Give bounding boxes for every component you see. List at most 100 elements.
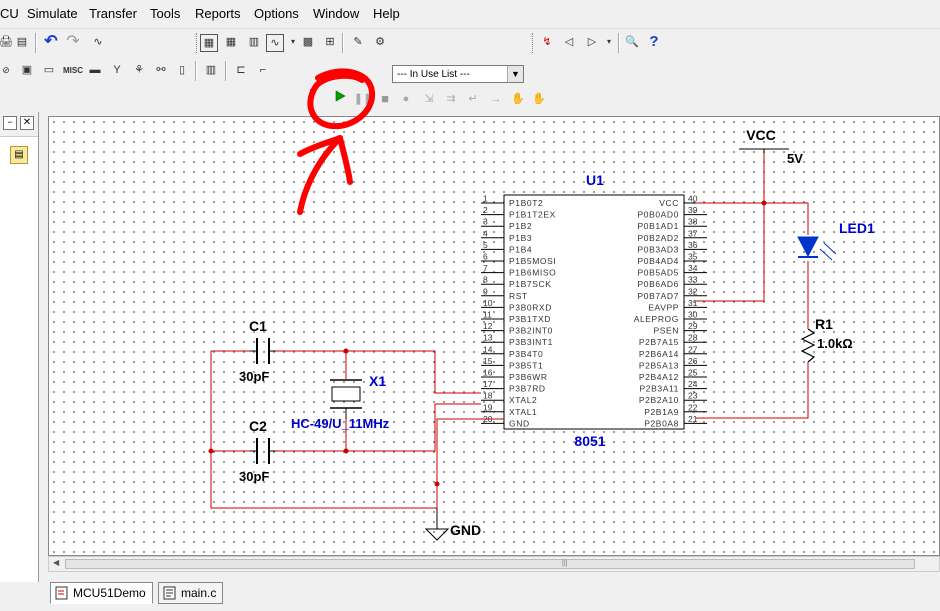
led-symbol[interactable]: LED1 [797,220,875,261]
capacitor-c1-symbol[interactable]: C1 30pF [239,318,276,384]
project-folder-icon[interactable]: ▤ [10,146,28,164]
chip-u1-body[interactable] [503,194,685,430]
postprocessor-icon[interactable]: ▩ [302,36,314,48]
crystal-x1-symbol[interactable]: X1 HC-49/U_11MHz [291,373,390,431]
step-into-button[interactable]: ⇲ [424,93,434,105]
ground-symbol[interactable]: GND [424,508,481,541]
minimize-icon[interactable]: − [3,116,17,130]
redo-icon[interactable]: ↷ [66,33,80,50]
ttl-component-icon[interactable]: ▣ [21,64,33,76]
cmos-component-icon[interactable]: ▭ [43,64,55,76]
menu-mcu[interactable]: CU [0,6,19,21]
scrollbar-thumb[interactable]: ||| [65,559,915,569]
bus-icon[interactable]: ⊏ [236,64,246,76]
grapher-icon[interactable]: ∿ [266,34,284,52]
print-icon[interactable]: ▤ [16,36,28,48]
design-toolbox-icon[interactable]: ▦ [200,34,218,52]
toggle-breakpoint-button[interactable]: ✋ [511,93,525,105]
database-icon[interactable]: ▥ [248,36,260,48]
electrical-rules-icon[interactable]: ⚙ [375,36,385,48]
remove-breakpoints-button[interactable]: ✋ [532,93,546,105]
component-wizard-icon[interactable]: ⊞ [325,36,335,48]
menu-transfer[interactable]: Transfer [89,6,137,21]
wire-step-icon[interactable]: ⌐ [259,64,267,76]
stop-button[interactable]: ■ [381,91,389,106]
pause-button[interactable]: ❚❚ [353,93,373,105]
breakpoint-button[interactable]: ● [402,93,410,105]
electromechanical-icon[interactable]: ⚯ [156,64,166,76]
search-icon[interactable]: 🔍 [625,36,639,48]
resistor-r1-symbol[interactable]: R1 1.0kΩ [800,315,853,363]
menu-tools[interactable]: Tools [150,6,181,21]
grapher-dropdown-icon[interactable]: ▾ [290,37,295,46]
antenna-icon[interactable]: Y [113,64,121,76]
undo-icon[interactable]: ↶ [44,33,58,50]
run-to-cursor-button[interactable]: → [490,93,502,105]
indicator-icon[interactable]: ▬ [89,64,101,76]
annotate-dropdown-icon[interactable]: ▾ [606,37,611,46]
step-over-button[interactable]: ⇉ [446,93,456,105]
probe-icon[interactable]: ↯ [542,36,552,48]
forward-annotate-icon[interactable]: ▷ [587,36,597,48]
close-icon[interactable]: ✕ [20,116,34,130]
vcc-symbol[interactable]: VCC 5V [739,127,803,166]
back-annotate-icon[interactable]: ◁ [564,36,574,48]
menu-options[interactable]: Options [254,6,299,21]
menu-help[interactable]: Help [373,6,400,21]
spreadsheet-icon[interactable]: ▦ [225,36,237,48]
hierarchical-block-icon[interactable]: ▥ [205,64,217,76]
spice-netlist-icon[interactable]: ✎ [353,36,363,48]
horizontal-scrollbar[interactable]: ◀ ||| [48,556,940,572]
tab-main-c[interactable]: main.c [158,582,224,604]
menu-reports[interactable]: Reports [195,6,241,21]
capacitor-c2-symbol[interactable]: C2 30pF [239,418,276,484]
print-preview-icon[interactable]: 🖨 [0,36,13,48]
mcu-component-icon[interactable]: ▯ [178,64,186,76]
menu-simulate[interactable]: Simulate [27,6,78,21]
scroll-left-icon[interactable]: ◀ [53,558,60,567]
menu-window[interactable]: Window [313,6,360,21]
rf-component-icon[interactable]: ⚘ [134,64,144,76]
tab-mcu51demo[interactable]: MCU51Demo [50,582,153,604]
misc-component-icon[interactable]: MISC [63,66,83,75]
chevron-down-icon[interactable]: ▼ [507,66,523,82]
help-icon[interactable]: ? [649,33,659,50]
step-out-button[interactable]: ↵ [468,93,478,105]
